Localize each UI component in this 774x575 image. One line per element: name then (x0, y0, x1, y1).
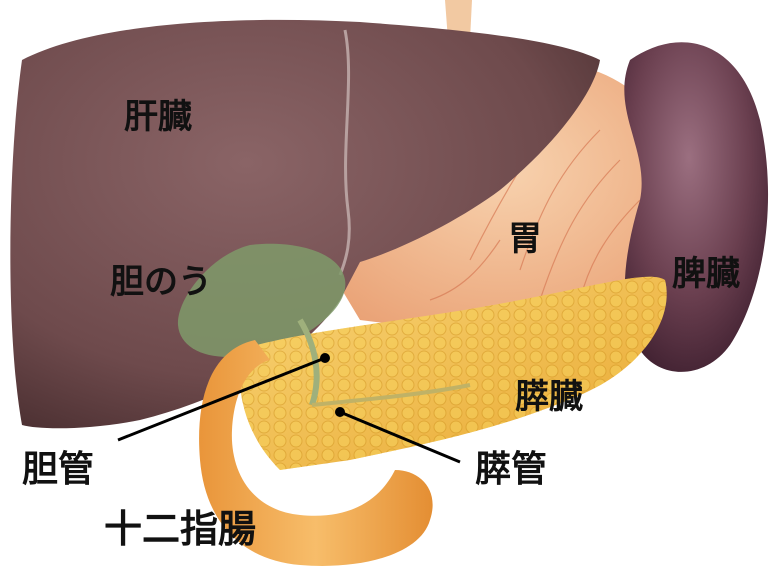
label-spleen: 脾臓 (672, 254, 740, 294)
label-bile-duct: 胆管 (22, 449, 95, 490)
bile-duct-leader-dot (320, 353, 330, 363)
label-liver: 肝臓 (124, 97, 192, 137)
pancreas-lobules (239, 276, 667, 470)
label-stomach: 胃 (508, 219, 542, 259)
bile-duct-leader (117, 356, 326, 442)
pancreatic-duct-shape (311, 383, 471, 407)
pancreatic-duct-leader (339, 410, 461, 464)
pancreatic-duct-leader-dot (335, 407, 345, 417)
label-duodenum: 十二指腸 (104, 507, 257, 551)
falciform-ligament (338, 29, 351, 276)
label-pancreas: 膵臓 (515, 377, 583, 417)
duodenum-shape (199, 340, 433, 566)
label-pancreatic-duct: 膵管 (475, 449, 548, 490)
label-gallbladder: 胆のう (110, 262, 212, 302)
liver-shape (10, 19, 601, 429)
